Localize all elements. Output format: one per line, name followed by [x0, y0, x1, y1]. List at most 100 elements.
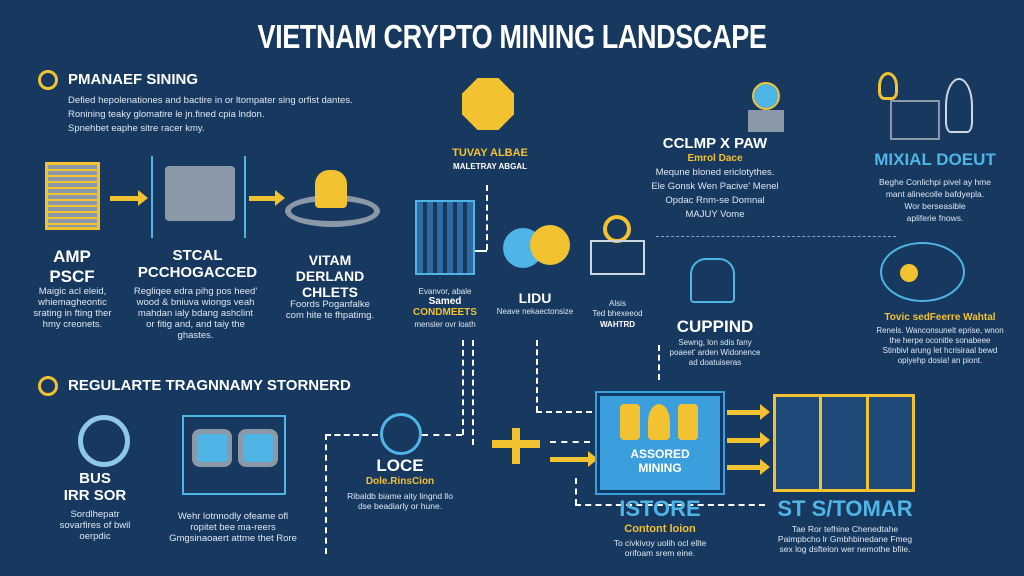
tovic-title: Tovic sedFeerre Wahtal — [884, 312, 996, 323]
cuppind-desc-2: poaeet' arden Widonence — [669, 348, 761, 357]
miner-icon — [678, 404, 698, 440]
monitor-icon — [238, 429, 278, 467]
gear-icon — [603, 215, 631, 243]
network-globe-icon — [880, 242, 965, 302]
storage-column — [868, 397, 912, 489]
miner-icon — [315, 170, 347, 208]
miner-icon — [648, 404, 670, 440]
processing-icon — [165, 166, 235, 221]
cclmp-desc-1: Mequne bloned ericlotythes. — [655, 167, 775, 178]
tuvay-sub: MALETRAY ABGAL — [453, 162, 527, 171]
lightbulb-icon — [752, 82, 780, 110]
page-title: VIETNAM CRYPTO MINING LANDSCAPE — [257, 18, 767, 55]
building-icon — [415, 200, 475, 275]
plus-icon — [512, 428, 520, 464]
exchange-icon — [380, 413, 422, 455]
flow-desc-3: Foords Poganfalke com hite te fhpatimg. — [285, 299, 375, 321]
tuvay-title: TUVAY ALBAE — [452, 147, 528, 159]
arrow-right-icon — [727, 432, 770, 448]
dashed-connector — [462, 340, 464, 435]
safe-box-icon — [590, 240, 645, 275]
cclmp-desc-4: MAJUY Vome — [685, 209, 745, 220]
divider — [656, 236, 896, 237]
arrow-right-icon — [249, 190, 285, 206]
machine-icon — [890, 100, 940, 140]
cclmp-title: CCLMP X PAW — [662, 135, 768, 152]
loce-sub: Dole.RinsCion — [365, 476, 435, 487]
flow-title-3: VITAM DERLAND CHLETS — [295, 252, 365, 301]
tovic-desc-1: Renels. Wanconsunelt eprise, wnon — [876, 326, 1004, 335]
flow-desc-1: Maigic acl eleid, whiemagheontic srating… — [33, 286, 112, 330]
buildings-title: CONDMEETS — [413, 307, 477, 318]
tovic-desc-4: opiyehp dosia! an piont. — [897, 356, 983, 365]
scale-icon — [690, 258, 735, 303]
monitor-icon — [748, 110, 784, 132]
dashed-connector — [325, 434, 378, 436]
dashed-connector — [472, 340, 474, 445]
center-label: ASSORED MINING — [630, 447, 690, 475]
section1-desc-3: Spnehbet eaphe sitre racer kmy. — [68, 123, 205, 134]
buildings-line1: Evanvor, abale — [418, 287, 472, 296]
dashed-connector — [475, 250, 487, 252]
section2-heading: REGULARTE TRAGNNAMY STORNERD — [68, 377, 351, 394]
bus-title: BUS IRR SOR — [63, 470, 127, 505]
section1-heading: PMANAEF SINING — [68, 71, 199, 88]
bus-desc: Sordlhepatr sovarfires of bwil oerpdic — [59, 509, 131, 542]
arrow-right-icon — [727, 459, 770, 475]
section1-desc-1: Defied hepolenationes and bactire in or … — [68, 95, 353, 106]
bulb-outline-icon — [945, 78, 973, 133]
mixial-desc-1: Beghe Conlichpi pivel ay hme — [879, 177, 991, 187]
flow-title-2: STCAL PCCHOGACCED — [137, 247, 258, 282]
section1-desc-2: Ronining teaky glomatire le jn.fined cpi… — [68, 109, 265, 120]
processing-bracket — [151, 156, 246, 238]
istore-desc: To civkivoy uolih ocl ellte orifoam srem… — [613, 538, 707, 558]
stomar-title: ST S/TOMAR — [777, 496, 913, 521]
arrow-right-icon — [110, 190, 148, 206]
cuppind-desc-3: ad doatuiseras — [688, 358, 742, 367]
mixial-desc-4: apliferie fnows. — [906, 213, 964, 223]
cclmp-sub: Emrol Dace — [687, 153, 743, 164]
dashed-connector — [325, 434, 327, 554]
coin-icon — [900, 264, 918, 282]
cuppind-desc-1: Sewng, lon sdis fany — [678, 338, 752, 347]
storage-column — [776, 397, 823, 489]
stomar-desc: Tae Ror tefhine Chenedtahe Paimpbcho lr … — [777, 524, 913, 554]
flow-title-1: AMP PSCF — [49, 247, 95, 286]
loce-title: LOCE — [376, 456, 424, 475]
tovic-desc-3: Stinbivl arung let hcrisiraal bewd — [882, 346, 998, 355]
dashed-connector — [422, 434, 462, 436]
dashed-connector — [536, 411, 592, 413]
regulation-icon — [38, 376, 58, 396]
coin-icon — [38, 70, 58, 90]
monitors-frame — [182, 415, 286, 495]
arrow-right-icon — [727, 404, 770, 420]
istore-sub: Contont loion — [624, 523, 696, 535]
monitors-desc: Wehr lotnnodly ofeame ofl ropitet bee ma… — [169, 511, 297, 544]
lidu-title: LIDU — [518, 290, 552, 306]
vietnam-coin-icon — [462, 78, 514, 130]
assorted-mining-box: ASSORED MINING — [595, 391, 725, 495]
monitor-icon — [192, 429, 232, 467]
buildings-line2: Samed — [428, 296, 462, 307]
mixial-desc-2: mant alinecolle bafdyepla. — [885, 189, 985, 199]
dashed-connector — [550, 441, 590, 443]
storage-column — [822, 397, 869, 489]
loce-desc: Ribaldb biame aity lingnd llo dse beadia… — [347, 491, 453, 511]
server-rack-icon — [45, 162, 100, 230]
alss-line2: Ted bhexeeod — [592, 309, 643, 318]
lightbulb-icon — [878, 72, 898, 100]
cclmp-desc-2: Ele Gonsk Wen Pacive' Menel — [651, 181, 779, 192]
coin-icon — [530, 225, 570, 265]
dashed-connector — [658, 345, 660, 380]
cclmp-desc-3: Opdac Rnm-se Domnal — [665, 195, 765, 206]
arrow-right-icon — [550, 451, 598, 467]
istore-title: ISTORE — [619, 496, 701, 521]
dashed-connector — [486, 185, 488, 250]
cycle-icon — [78, 415, 130, 467]
dashed-connector — [575, 478, 577, 505]
flow-desc-2: Regliqee edra pihg pos heed' wood & bniu… — [133, 286, 258, 341]
buildings-desc: mensler ovr loath — [414, 320, 476, 329]
dashed-connector — [575, 504, 765, 506]
tovic-desc-2: the herpe oconitle sonabeee — [889, 336, 991, 345]
storage-panel — [773, 394, 915, 492]
